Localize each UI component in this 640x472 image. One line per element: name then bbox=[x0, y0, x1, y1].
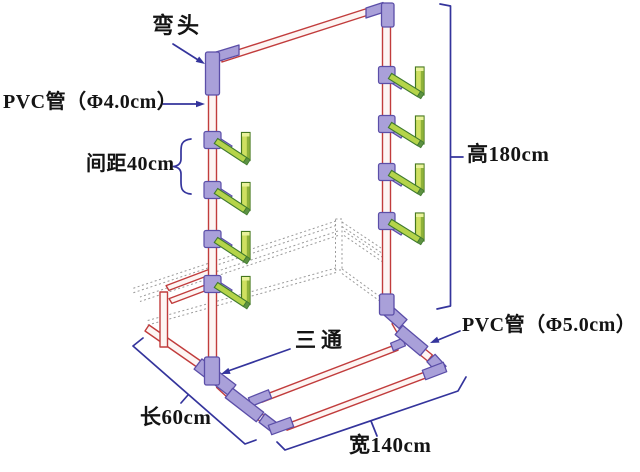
spacing-label: 间距40cm bbox=[86, 153, 175, 175]
tee-arrow bbox=[221, 348, 291, 374]
elbow-arrow bbox=[172, 43, 205, 64]
front-post-pipe bbox=[159, 291, 169, 348]
top-rail-pipe bbox=[221, 6, 371, 63]
hidden-post bbox=[335, 218, 343, 271]
large-pipe-label-pre: PVC管（ bbox=[462, 314, 546, 336]
elbow-fitting-bottom-right bbox=[378, 293, 408, 330]
large-pipe-arrow bbox=[430, 330, 461, 343]
elbow-fitting-front-right bbox=[421, 353, 448, 381]
tee-fitting-left-leg bbox=[224, 387, 273, 423]
width-label: 宽140cm bbox=[349, 433, 432, 457]
pipe-fittings bbox=[193, 1, 448, 436]
large-pipe-label: PVC管（Φ5.0cm） bbox=[462, 314, 636, 336]
elbow-fitting-top-left bbox=[204, 44, 240, 96]
small-pipe-label-post: 4.0cm） bbox=[103, 91, 178, 113]
small-pipe-label-phi: Φ bbox=[86, 91, 104, 113]
width-bracket bbox=[276, 376, 467, 451]
tee-fitting-right-leg bbox=[389, 324, 429, 357]
small-pipe-label: PVC管（Φ4.0cm） bbox=[3, 91, 177, 113]
large-pipe-label-phi: Φ bbox=[545, 314, 563, 336]
small-pipe-arrow bbox=[162, 100, 205, 108]
elbow-fitting-front-left bbox=[258, 413, 295, 436]
depth-bracket bbox=[132, 337, 257, 445]
annotations bbox=[132, 3, 467, 451]
elbow-label: 弯头 bbox=[152, 13, 203, 38]
hidden-rear-brace-lines bbox=[130, 218, 383, 326]
large-pipe-label-post: 5.0cm） bbox=[562, 314, 637, 336]
depth-label: 长60cm bbox=[140, 405, 212, 429]
tee-fitting-bottom-left bbox=[193, 356, 237, 396]
spacing-brace bbox=[172, 138, 192, 195]
tee-label: 三通 bbox=[295, 328, 347, 352]
height-label: 高180cm bbox=[467, 142, 550, 166]
small-pipe-label-pre: PVC管（ bbox=[3, 91, 87, 113]
elbow-fitting-top-right bbox=[365, 1, 395, 28]
height-bracket bbox=[436, 3, 464, 310]
